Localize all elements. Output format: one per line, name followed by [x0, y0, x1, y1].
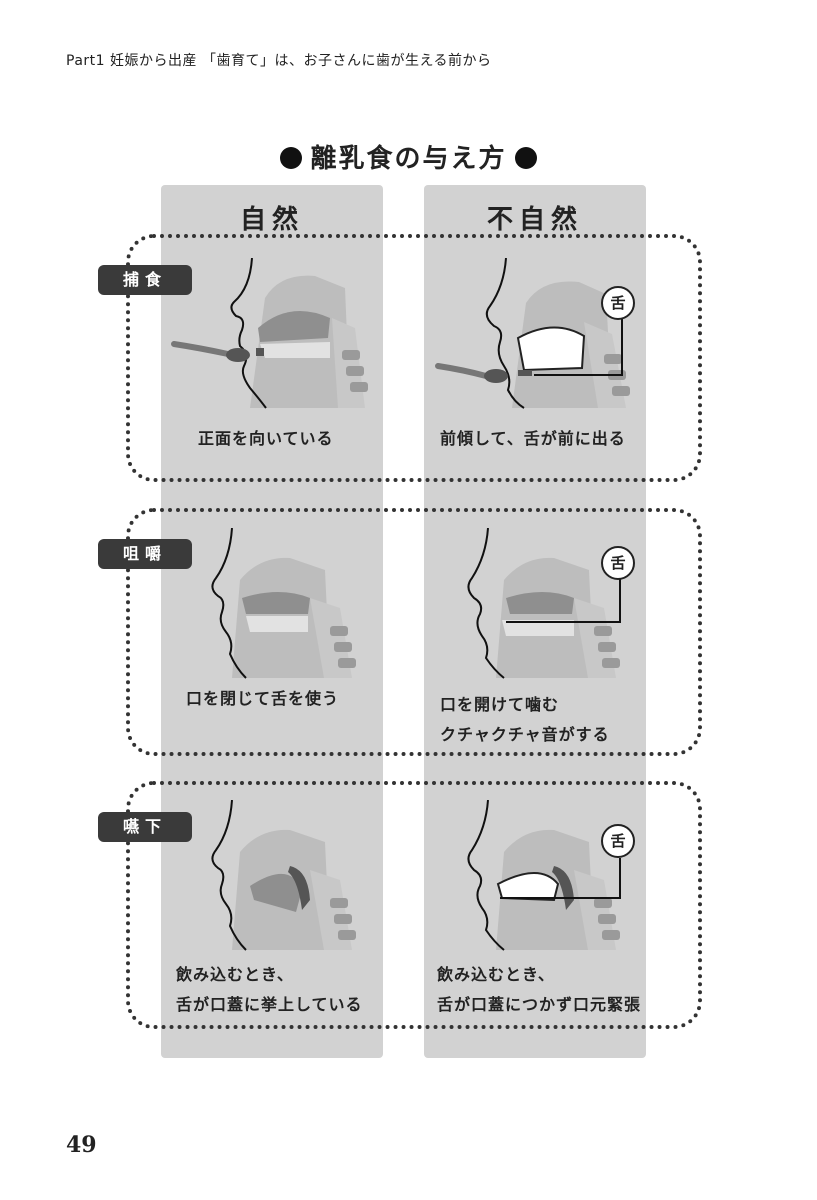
caption-chewing-natural: 口を閉じて舌を使う [186, 689, 340, 708]
title-text: 離乳食の与え方 [310, 144, 507, 174]
row-tag-chewing: 咀嚼 [98, 539, 192, 569]
caption-chewing-unnatural: 口を開けて噛むクチャクチャ音がする [440, 695, 610, 744]
illustration-chewing-natural [211, 528, 356, 679]
illustration-swallowing-natural [211, 800, 356, 951]
unnatural-column-heading: 不自然 [486, 205, 583, 235]
caption-capture-natural: 正面を向いている [198, 429, 334, 448]
bullet-dot-icon [514, 147, 537, 169]
illustration-capture-unnatural [435, 258, 630, 409]
caption-capture-unnatural: 前傾して、舌が前に出る [440, 429, 626, 448]
row-tag-swallowing: 嚥下 [98, 812, 192, 842]
illustration-chewing-unnatural [467, 528, 621, 679]
row-tag-capture: 捕食 [98, 265, 192, 295]
running-head: Part1 妊娠から出産 「歯育て」は、お子さんに歯が生える前から [66, 53, 492, 69]
tongue-label-swallowing: 舌 [601, 824, 635, 858]
page-number: 49 [66, 1132, 97, 1158]
caption-swallowing-natural: 飲み込むとき、舌が口蓋に挙上している [176, 965, 363, 1014]
bullet-dot-icon [280, 147, 303, 169]
natural-column-heading: 自然 [239, 205, 304, 235]
caption-swallowing-unnatural: 飲み込むとき、舌が口蓋につかず口元緊張 [437, 965, 642, 1014]
row-frame-swallowing [126, 781, 702, 1029]
illustration-capture-natural [171, 258, 368, 409]
illustration-swallowing-unnatural [467, 800, 621, 951]
row-frame-capture [126, 234, 702, 482]
tongue-label-capture: 舌 [601, 286, 635, 320]
page-title: 離乳食の与え方 [0, 138, 817, 175]
row-frame-chewing [126, 508, 702, 756]
tongue-label-chewing: 舌 [601, 546, 635, 580]
